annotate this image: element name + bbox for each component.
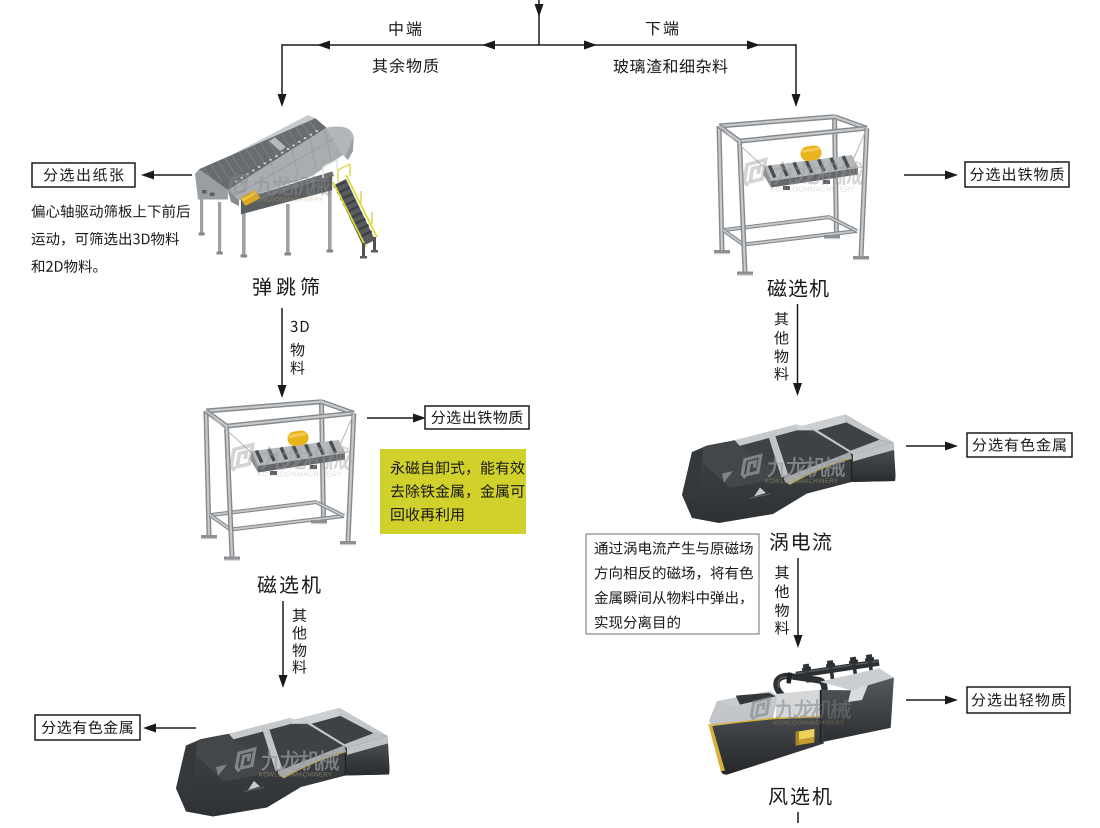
svg-text:KOWLOONMACHINERY: KOWLOONMACHINERY [251, 197, 323, 203]
svg-text:KOWLOONMACHINERY: KOWLOONMACHINERY [773, 721, 844, 727]
